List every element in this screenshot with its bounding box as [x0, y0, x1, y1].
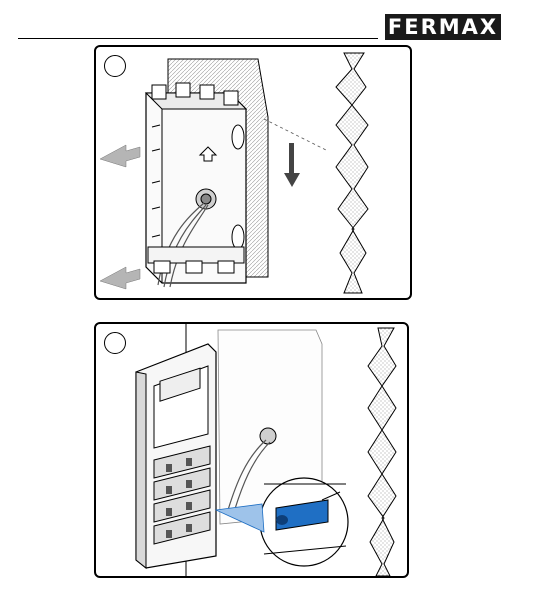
step-number-circle — [104, 332, 126, 354]
wall-section — [336, 53, 368, 293]
step-1-illustration — [94, 45, 412, 300]
header-rule — [18, 38, 378, 39]
step-2-illustration — [94, 322, 409, 578]
push-arrow-icon — [100, 145, 140, 167]
flush-box-drawing — [96, 47, 410, 298]
brand-logo: FERMAX — [385, 14, 501, 40]
push-arrow-icon — [100, 267, 140, 289]
wall-section — [368, 328, 396, 576]
down-arrow-icon — [284, 143, 300, 187]
panel-install-drawing — [96, 324, 407, 576]
step-number-circle — [104, 55, 126, 77]
